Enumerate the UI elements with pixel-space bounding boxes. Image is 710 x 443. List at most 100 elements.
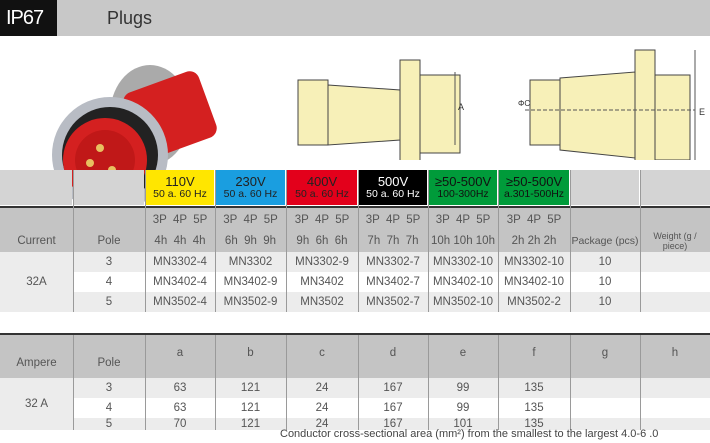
column-divider [640,170,641,312]
front-dimension-drawing: B ΦC E [518,49,705,160]
weight-header: Weight (g / piece) [653,231,697,251]
header-bar [0,0,710,36]
footnote: Conductor cross-sectional area (mm²) fro… [280,428,659,440]
dimension-value: 101 [453,418,473,430]
dimension-value: 99 [456,382,470,394]
dimension-header: Ampere [16,356,57,369]
dimension-value: 167 [383,418,403,430]
divider [0,206,710,208]
hour-position: 10h 10h 10h [431,235,495,247]
dimension-header: Pole [97,356,121,369]
dimension-value: 99 [456,402,470,414]
column-divider [73,170,74,312]
dimension-value: 167 [383,402,403,414]
pole-value: 4 [105,402,113,414]
dimension-value: 63 [173,382,187,394]
weight-value [640,292,710,312]
model-code: MN3302-4 [153,256,207,268]
dimension-value: 24 [315,402,329,414]
dimension-header: d [389,346,397,359]
model-code: MN3502-10 [432,296,494,308]
voltage-label: 400V [306,173,338,189]
model-code: MN3302 [228,256,273,268]
model-code: MN3502 [300,296,344,308]
column-divider [286,170,287,312]
pole-value: 5 [105,296,113,308]
frequency-label: 50 a. 60 Hz [223,187,278,200]
package-value: 10 [598,276,612,288]
model-code: MN3402-7 [366,276,420,288]
pole-value: 3 [105,256,113,268]
dimension-value: 121 [240,402,261,414]
dimension-value: 121 [240,382,261,394]
table-row [73,272,710,292]
column-divider [145,170,146,312]
model-code: MN3402-10 [432,276,494,288]
pole-value: 3 [105,382,113,394]
model-code: MN3402-9 [223,276,278,288]
weight-value [640,272,710,292]
hour-position: 2h 2h 2h [511,235,557,247]
header-blank [641,170,710,205]
column-divider [215,335,216,430]
model-code: MN3302-7 [366,256,420,268]
voltage-label: 110V [165,173,195,189]
dimension-value [570,398,640,418]
model-code: MN3402-4 [153,276,207,288]
current-header: Current [17,235,56,247]
model-code: MN3502-7 [366,296,420,308]
dimension-header: e [459,346,467,359]
header-blank [571,170,639,205]
voltage-label: 230V [235,173,266,189]
column-divider [498,335,499,430]
column-divider [570,335,571,430]
dimension-header: g [601,346,609,359]
voltage-label: ≥50-500V [434,173,492,189]
model-code: MN3502-9 [223,296,278,308]
dimension-value [570,378,640,398]
dimension-value: 24 [315,418,329,430]
ip-rating-badge: IP67 [0,0,57,36]
voltage-label: ≥50-500V [505,173,563,189]
dimension-value: 135 [524,418,544,430]
table-row [73,292,710,312]
pole-header: Pole [97,235,121,247]
dimension-value: 70 [173,418,187,430]
dimension-value: 135 [524,402,544,414]
header-row [0,335,710,378]
dimension-header: b [247,346,254,359]
pole-config: 3P 4P 5P [152,214,208,226]
dim-label-e: E [699,107,705,117]
hour-position: 6h 9h 9h [224,235,277,247]
hour-position: 4h 4h 4h [154,235,206,247]
model-code: MN3302-10 [503,256,565,268]
dimension-value: 63 [173,402,187,414]
package-header: Package (pcs) [571,235,639,247]
dim-label-c: ΦC [518,99,530,108]
frequency-label: 50 a. 60 Hz [295,187,349,200]
divider [0,333,710,335]
table-row [73,378,710,398]
frequency-label: 50 a. 60 Hz [153,187,207,200]
package-value: 10 [598,296,612,308]
model-code: MN3402 [300,276,344,288]
model-code: MN3402-10 [503,276,565,288]
header-row [0,208,710,252]
frequency-label: a.301-500Hz [503,187,565,200]
header-blank [74,170,144,205]
dimension-value: 24 [315,382,329,394]
pole-config: 3P 4P 5P [365,214,421,226]
side-dimension-drawing: F D A [297,59,464,160]
hour-position: 9h 6h 6h [296,235,348,247]
voltage-label: 500V [377,173,409,189]
dimension-header: h [671,346,679,359]
table-row [73,398,710,418]
model-code: MN3302-9 [295,256,349,268]
column-divider [215,170,216,312]
